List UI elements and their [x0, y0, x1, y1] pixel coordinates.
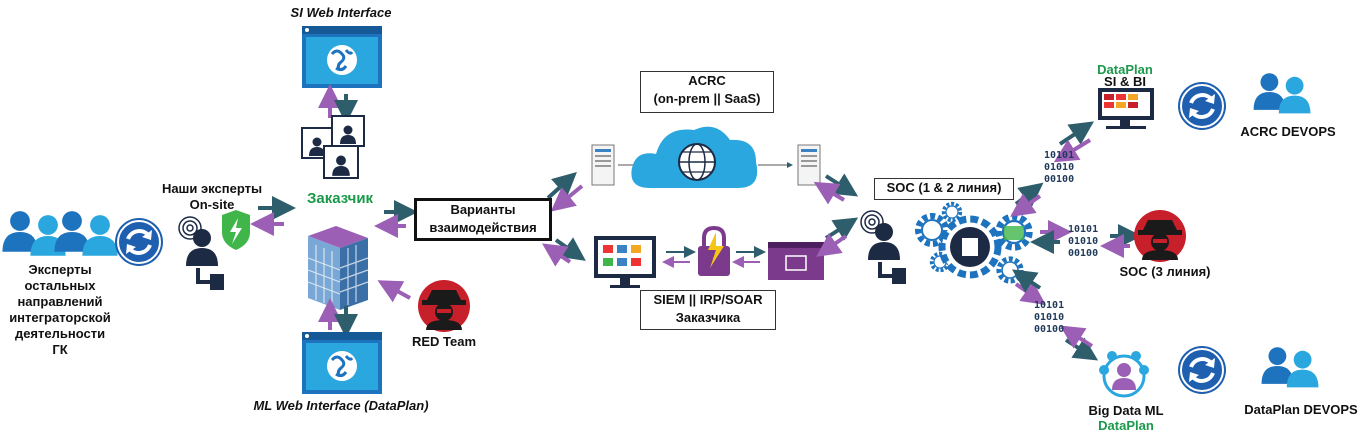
- user-portraits-icon: [301, 115, 365, 179]
- dataplan-top-label: DataPlan: [1097, 62, 1153, 77]
- red-team-label: RED Team: [411, 334, 477, 349]
- shield-icon: [222, 210, 250, 250]
- building-icon: [307, 226, 369, 310]
- si-web-interface-label: SI Web Interface: [290, 5, 392, 20]
- people-icon: [1262, 347, 1319, 387]
- cloud-icon: [631, 126, 758, 188]
- experts-label: Эксперты остальных направлений интеграто…: [9, 262, 111, 357]
- server-icon: [797, 144, 821, 186]
- dashboard-monitor-icon: [594, 236, 656, 288]
- acrc-devops-label: ACRC DEVOPS: [1240, 124, 1336, 139]
- hacker-icon: [1134, 210, 1186, 262]
- variants-box: Варианты взаимодействия: [414, 198, 552, 241]
- dataplan-bottom-label: DataPlan: [1098, 418, 1154, 433]
- people-icon: [54, 211, 117, 256]
- siem-box: SIEM || IRP/SOAR Заказчика: [640, 290, 776, 330]
- gears-icon: [918, 201, 1029, 282]
- browser-globe-icon: [300, 24, 384, 90]
- customer-label: Заказчик: [306, 190, 374, 207]
- ml-web-interface-label: ML Web Interface (DataPlan): [253, 398, 429, 413]
- si-bi-label: SI & BI: [1104, 74, 1146, 89]
- lock-icon: [698, 225, 730, 276]
- binary-data: 10101 01010 00100: [1068, 224, 1099, 259]
- dashboard-monitor-icon: [1098, 88, 1154, 129]
- fingerprint-user-icon: [860, 210, 907, 285]
- fingerprint-user-icon: [178, 216, 225, 291]
- binary-data: 10101 01010 00100: [1034, 300, 1065, 335]
- soc12-box: SOC (1 & 2 линия): [874, 178, 1014, 200]
- binary-data: 10101 01010 00100: [1044, 150, 1075, 185]
- acrc-box: ACRC (on-prem || SaaS): [640, 71, 774, 113]
- sync-icon: [1176, 344, 1228, 396]
- browser-globe-icon: [300, 330, 384, 396]
- big-data-ml-label: Big Data ML: [1088, 403, 1164, 418]
- people-icon: [1254, 73, 1311, 113]
- soc3-label: SOC (3 линия): [1119, 264, 1211, 279]
- onsite-experts-label: Наши эксперты On-site: [161, 181, 263, 212]
- server-icon: [768, 242, 824, 280]
- hacker-icon: [418, 280, 470, 332]
- server-icon: [591, 144, 615, 186]
- sync-icon: [1176, 80, 1228, 132]
- dataplan-devops-label: DataPlan DEVOPS: [1244, 402, 1358, 417]
- bigdata-icon: [1099, 351, 1149, 398]
- sync-icon: [113, 216, 165, 268]
